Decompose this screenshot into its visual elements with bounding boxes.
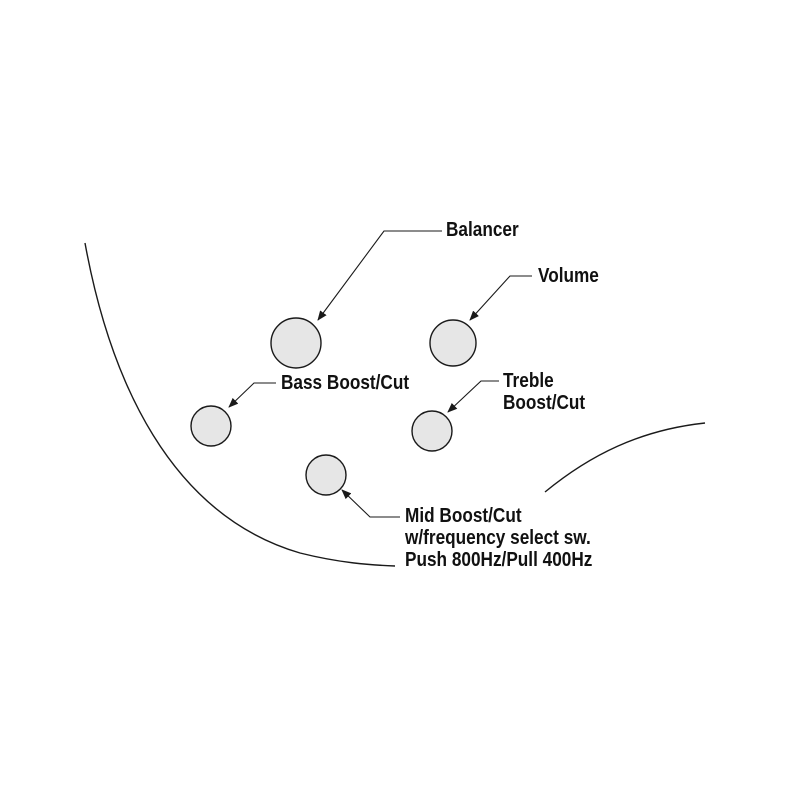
volume-leader — [469, 275, 532, 321]
mid-label-line-2: w/frequency select sw. — [405, 527, 591, 549]
treble-leader — [447, 380, 499, 413]
volume-knob[interactable] — [429, 319, 477, 367]
body-outline-left — [84, 242, 396, 567]
balancer-knob[interactable] — [270, 317, 322, 369]
mid-label: Mid Boost/Cut w/frequency select sw. Pus… — [405, 505, 592, 571]
balancer-leader — [317, 230, 442, 321]
bass-label-line-1: Bass Boost/Cut — [281, 372, 410, 394]
body-outline-right — [544, 422, 706, 493]
bass-leader — [228, 382, 276, 408]
mid-label-line-3: Push 800Hz/Pull 400Hz — [405, 549, 593, 571]
bass-knob[interactable] — [190, 405, 232, 447]
treble-label-line-2: Boost/Cut — [503, 392, 586, 414]
treble-knob[interactable] — [411, 410, 453, 452]
volume-label-line-1: Volume — [538, 265, 599, 287]
treble-label: Treble Boost/Cut — [503, 370, 585, 414]
balancer-label-line-1: Balancer — [446, 219, 519, 241]
mid-leader — [341, 489, 400, 518]
mid-label-line-1: Mid Boost/Cut — [405, 505, 522, 527]
bass-label: Bass Boost/Cut — [281, 372, 409, 394]
mid-knob[interactable] — [305, 454, 347, 496]
volume-label: Volume — [538, 265, 599, 287]
treble-label-line-1: Treble — [503, 370, 554, 392]
balancer-label: Balancer — [446, 219, 519, 241]
